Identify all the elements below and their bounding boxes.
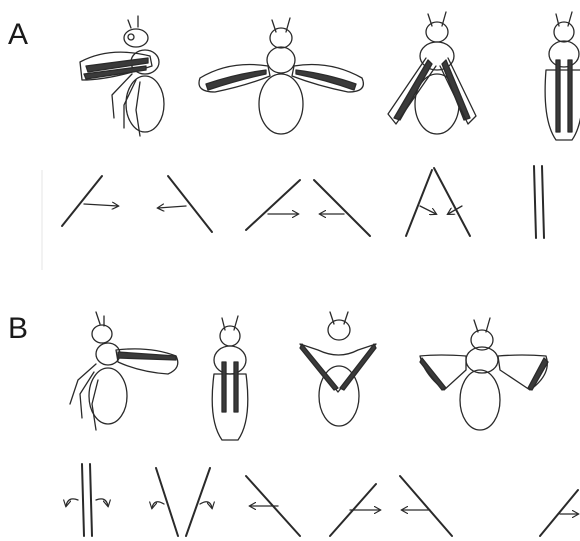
bee-b4-wings-spread	[420, 318, 548, 430]
bee-a4-wings-folded	[545, 12, 580, 140]
bee-a2-wings-spread	[199, 18, 363, 134]
bee-a3-wings-v	[388, 12, 476, 134]
bee-b2-wings-folded	[212, 316, 248, 440]
bee-b3-wings-opening	[300, 312, 376, 426]
bee-b1-side-view	[70, 312, 178, 430]
wing-diagrams-a	[42, 166, 544, 270]
wing-diagrams-b	[66, 464, 578, 536]
bee-a1-side-view	[80, 16, 164, 136]
